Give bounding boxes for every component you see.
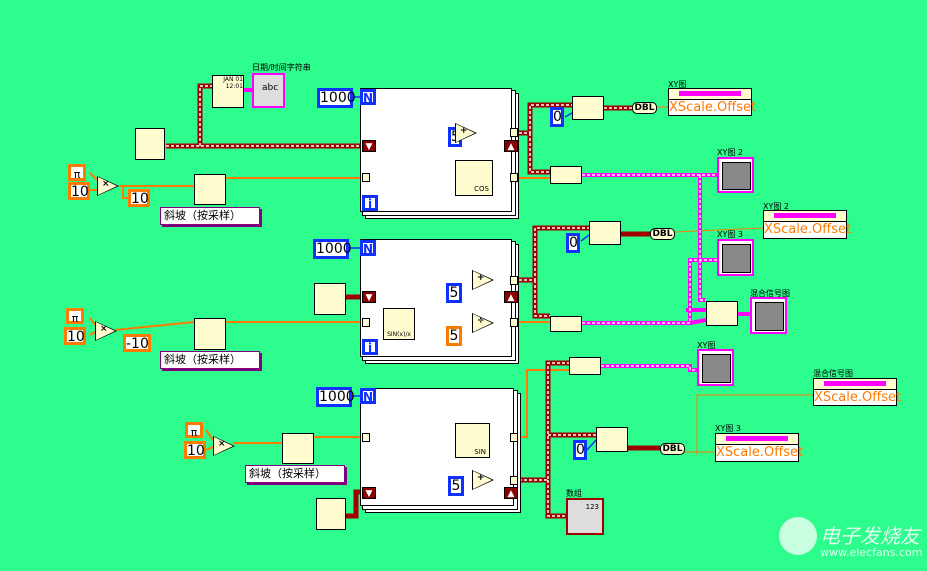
sinc-function-icon[interactable]: SIN(x)/x bbox=[383, 308, 415, 340]
tunnel bbox=[510, 433, 518, 442]
ramp-mode-enum-3[interactable]: 斜坡（按采样） bbox=[245, 465, 345, 483]
property-node-label-2: XY图 2 bbox=[763, 202, 789, 211]
watermark-brand: 电子发烧友 bbox=[820, 524, 920, 548]
tick-count-function-icon[interactable] bbox=[316, 498, 346, 530]
ten-constant-3[interactable]: 10 bbox=[64, 327, 86, 345]
loop-count-constant-1[interactable]: 1000 bbox=[317, 88, 356, 108]
mixed-signal-graph-terminal[interactable] bbox=[750, 297, 787, 334]
multiply-function-3[interactable]: × bbox=[213, 436, 235, 456]
tunnel bbox=[510, 173, 518, 182]
shift-register-right-2[interactable]: ▲ bbox=[504, 291, 518, 303]
index-array-function-1[interactable] bbox=[572, 96, 604, 120]
loop-count-constant-2[interactable]: 1000 bbox=[313, 239, 352, 259]
tunnel bbox=[510, 476, 518, 485]
build-xy-graph-2[interactable] bbox=[550, 316, 582, 332]
property-node-mixed-signal-graph[interactable]: XScale.Offset bbox=[813, 378, 901, 406]
index-zero-constant-2[interactable]: 0 bbox=[566, 233, 580, 253]
xy-graph-3-label: XY图 3 bbox=[717, 230, 743, 239]
divisor-constant[interactable]: 5 bbox=[446, 326, 462, 346]
tunnel bbox=[362, 318, 370, 327]
date-time-string-function-icon[interactable]: JAN 01 12:01 bbox=[212, 75, 244, 108]
divide-function[interactable]: ÷ bbox=[472, 313, 494, 333]
elecfans-logo-icon bbox=[779, 517, 817, 555]
build-xy-graph-1[interactable] bbox=[550, 166, 582, 184]
to-double-function-3[interactable]: DBL bbox=[660, 443, 685, 455]
cos-function-icon[interactable]: COS bbox=[455, 160, 493, 196]
shift-register-left-1[interactable]: ▼ bbox=[362, 140, 376, 152]
add-function-2[interactable]: + bbox=[472, 270, 494, 290]
pi-constant-1[interactable]: π bbox=[68, 164, 86, 181]
property-node-label-1: XY图 bbox=[668, 80, 687, 89]
ten-constant-4[interactable]: 10 bbox=[184, 441, 206, 459]
add-function-1[interactable]: + bbox=[455, 123, 477, 143]
build-xy-graph-3[interactable] bbox=[569, 357, 601, 375]
ramp-pattern-icon-2[interactable] bbox=[194, 318, 226, 350]
property-node-xy-graph-2[interactable]: XScale.Offset bbox=[763, 210, 851, 239]
property-xscale-offset[interactable]: XScale.Offset bbox=[716, 445, 804, 460]
neg-ten-constant[interactable]: -10 bbox=[123, 334, 151, 352]
tunnel bbox=[510, 318, 518, 327]
tunnel bbox=[362, 433, 370, 442]
property-xscale-offset[interactable]: XScale.Offset bbox=[814, 390, 902, 405]
tunnel bbox=[510, 128, 518, 137]
add-constant-2[interactable]: 5 bbox=[446, 283, 462, 303]
property-node-xy-graph[interactable]: XScale.Offset bbox=[668, 88, 756, 116]
array-indicator[interactable]: 123 bbox=[566, 498, 604, 535]
index-array-function-2[interactable] bbox=[589, 221, 621, 245]
add-function-3[interactable]: + bbox=[472, 470, 494, 490]
shift-register-right-3[interactable]: ▲ bbox=[504, 487, 518, 499]
property-node-xy-graph-3[interactable]: XScale.Offset bbox=[715, 433, 803, 462]
index-array-function-3[interactable] bbox=[596, 427, 628, 452]
multiply-function-1[interactable]: × bbox=[97, 176, 119, 196]
pi-constant-2[interactable]: π bbox=[66, 308, 84, 325]
sin-function-icon[interactable]: SIN bbox=[455, 423, 490, 458]
ten-constant-1[interactable]: 10 bbox=[68, 182, 90, 200]
bundle-mixed-signal[interactable] bbox=[706, 301, 738, 326]
xy-graph-2-label: XY图 2 bbox=[717, 148, 743, 157]
xy-graph-label: XY图 bbox=[697, 341, 716, 350]
shift-register-right-1[interactable]: ▲ bbox=[504, 140, 518, 152]
loop-count-constant-3[interactable]: 1000 bbox=[316, 387, 355, 407]
property-xscale-offset[interactable]: XScale.Offset bbox=[669, 100, 757, 115]
xy-graph-2-terminal[interactable] bbox=[717, 157, 754, 193]
count-terminal-3[interactable]: N bbox=[360, 388, 376, 404]
tick-count-function-icon[interactable] bbox=[135, 128, 165, 160]
array-label: 数组 bbox=[566, 489, 582, 498]
ramp-mode-enum-1[interactable]: 斜坡（按采样） bbox=[160, 207, 260, 225]
index-zero-constant-3[interactable]: 0 bbox=[573, 440, 587, 460]
ramp-pattern-icon-1[interactable] bbox=[194, 174, 226, 205]
shift-register-left-2[interactable]: ▼ bbox=[362, 291, 376, 303]
count-terminal-2[interactable]: N bbox=[360, 240, 376, 256]
to-double-function-1[interactable]: DBL bbox=[632, 102, 657, 114]
shift-register-left-3[interactable]: ▼ bbox=[362, 487, 376, 499]
property-xscale-offset[interactable]: XScale.Offset bbox=[764, 222, 852, 237]
index-zero-constant-1[interactable]: 0 bbox=[550, 107, 564, 127]
datetime-string-indicator[interactable]: abc bbox=[252, 73, 285, 108]
datetime-string-label: 日期/时间字符串 bbox=[252, 63, 311, 72]
iteration-terminal-2[interactable]: i bbox=[362, 339, 378, 355]
mixed-signal-graph-label: 混合信号图 bbox=[750, 289, 790, 298]
add-constant-3[interactable]: 5 bbox=[448, 476, 464, 496]
xy-graph-3-terminal[interactable] bbox=[717, 239, 754, 276]
xy-graph-terminal[interactable] bbox=[697, 349, 734, 386]
ramp-mode-enum-2[interactable]: 斜坡（按采样） bbox=[160, 351, 260, 369]
property-node-label-3: 混合信号图 bbox=[813, 369, 853, 378]
tunnel bbox=[362, 173, 370, 182]
multiply-function-2[interactable]: × bbox=[95, 321, 117, 341]
pi-constant-3[interactable]: π bbox=[185, 422, 203, 439]
to-double-function-2[interactable]: DBL bbox=[650, 228, 675, 240]
tick-count-function-icon[interactable] bbox=[314, 283, 346, 315]
count-terminal-1[interactable]: N bbox=[360, 89, 376, 105]
iteration-terminal-1[interactable]: i bbox=[362, 195, 378, 211]
tunnel bbox=[510, 276, 518, 285]
ten-constant-2[interactable]: 10 bbox=[128, 189, 150, 207]
property-node-label-4: XY图 3 bbox=[715, 424, 741, 433]
ramp-pattern-icon-3[interactable] bbox=[282, 433, 314, 464]
watermark-url: www.elecfans.com bbox=[820, 546, 923, 559]
